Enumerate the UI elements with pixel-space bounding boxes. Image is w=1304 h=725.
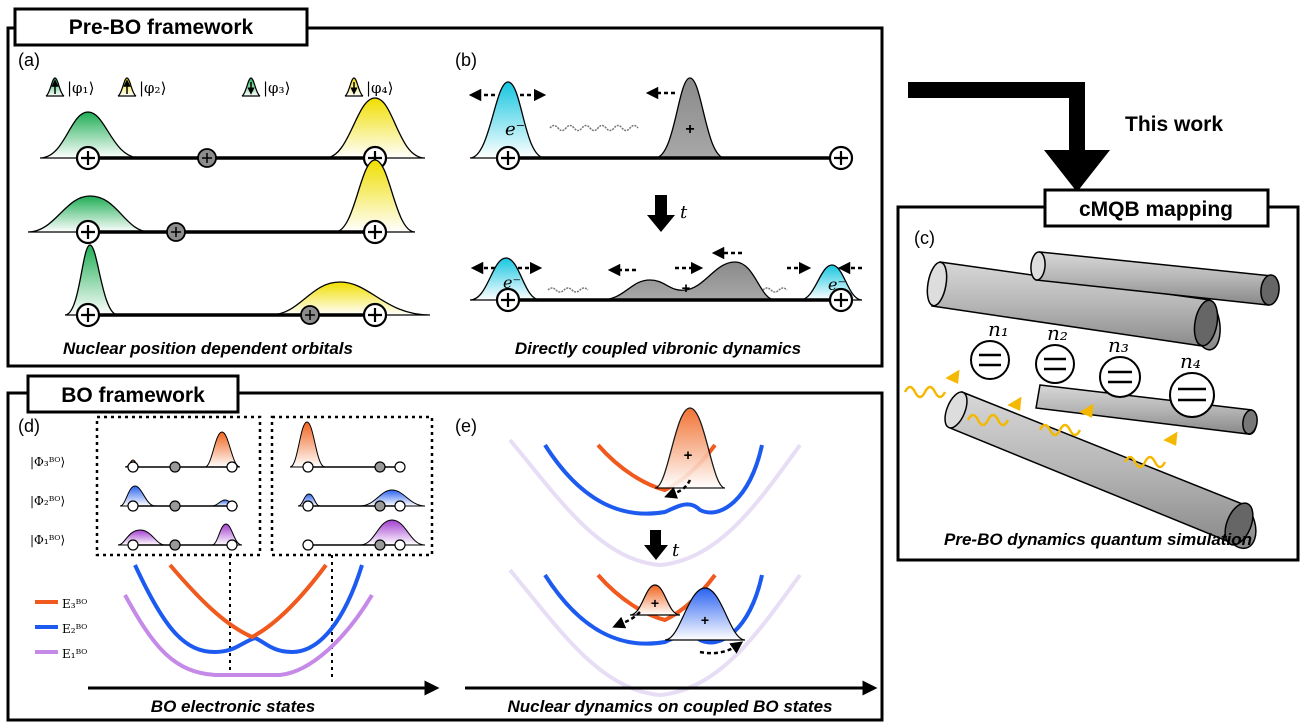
mode-n2: n₂ (1047, 321, 1068, 345)
bo-title-box (26, 374, 240, 414)
panel-e-caption: Nuclear dynamics on coupled BO states (508, 697, 833, 716)
pre-bo-frame (6, 26, 884, 368)
ket-phi1-label: |φ₁⟩ (67, 79, 94, 97)
state-phi1: |Φ₁ᴮᴼ⟩ (30, 533, 65, 547)
panel-a-label: (a) (18, 50, 40, 70)
panel-e-time-arrow: t (644, 530, 680, 561)
ket-phi2-label: |φ₂⟩ (139, 79, 166, 97)
laser-photons (903, 369, 1178, 469)
legend-e1: E₁ᴮᴼ (62, 647, 87, 661)
mode-n4: n₄ (1180, 349, 1201, 373)
this-work-arrow: This work (908, 82, 1223, 192)
panel-c-label: (c) (914, 228, 935, 248)
bo-states-left (117, 431, 243, 551)
bo-frame (6, 391, 884, 722)
time-label-e: t (672, 540, 680, 561)
orbital-row-2 (27, 159, 416, 245)
bo-states-right (289, 421, 426, 551)
panel-c-caption: Pre-BO dynamics quantum simulation (944, 530, 1252, 549)
bo-framework: BO framework (d) |Φ₃ᴮᴼ⟩ |Φ₂ᴮᴼ⟩ |Φ₁ᴮᴼ⟩ (6, 374, 884, 722)
panel-b-caption: Directly coupled vibronic dynamics (515, 339, 801, 358)
pre-bo-framework: Pre-BO framework (a) |φ₁⟩ |φ₂⟩ |φ₃⟩ (6, 7, 884, 368)
state-phi2: |Φ₂ᴮᴼ⟩ (30, 494, 65, 508)
electron-label: e⁻ (503, 273, 521, 292)
electron-label: e⁻ (505, 119, 525, 140)
panel-d-caption: BO electronic states (151, 697, 315, 716)
panel-e-after: + + (508, 568, 802, 698)
svg-text:+: + (701, 612, 709, 628)
ket-phi4: |φ₄⟩ (344, 77, 393, 97)
mode-n3: n₃ (1108, 333, 1129, 357)
ket-phi1: |φ₁⟩ (45, 77, 94, 97)
orbital-row-3 (64, 244, 431, 328)
panel-a-caption: Nuclear position dependent orbitals (63, 339, 353, 358)
panel-e-label: (e) (455, 416, 477, 436)
svg-text:+: + (685, 121, 694, 138)
cmqb-title-box (1043, 188, 1270, 228)
ket-legend: |φ₁⟩ |φ₂⟩ |φ₃⟩ |φ₄⟩ (45, 77, 393, 97)
panel-b-label: (b) (455, 50, 477, 70)
panel-e-before: + (508, 407, 802, 568)
legend-e2: E₂ᴮᴼ (62, 622, 87, 636)
state-phi3: |Φ₃ᴮᴼ⟩ (30, 455, 65, 469)
time-label: t (680, 202, 688, 223)
ket-phi2: |φ₂⟩ (117, 77, 166, 97)
ket-phi3: |φ₃⟩ (241, 77, 290, 97)
mode-n1: n₁ (988, 317, 1009, 341)
state-box-left (95, 415, 262, 557)
bo-potential-curves (123, 563, 374, 677)
svg-text:+: + (684, 447, 693, 464)
ket-phi4-label: |φ₄⟩ (366, 79, 393, 97)
bo-title: BO framework (61, 384, 205, 407)
orbital-row-1 (39, 97, 426, 171)
motional-modes: n₁ n₂ n₃ n₄ (970, 317, 1215, 418)
cmqb-title: cMQB mapping (1079, 198, 1233, 221)
cmqb-mapping: cMQB mapping (c) n₁ n₂ n₃ (896, 188, 1300, 562)
pre-bo-title-box (13, 7, 309, 47)
this-work-label: This work (1125, 113, 1223, 136)
pre-bo-title: Pre-BO framework (69, 16, 254, 39)
svg-text:+: + (682, 280, 691, 297)
ket-phi3-label: |φ₃⟩ (263, 79, 290, 97)
energy-legend: E₃ᴮᴼ E₂ᴮᴼ E₁ᴮᴼ (35, 597, 87, 661)
panel-b-after: e⁻ + e⁻ (469, 246, 863, 313)
ion-trap-rods (926, 251, 1280, 550)
panel-b-before: e⁻ + (468, 77, 854, 171)
panel-d-label: (d) (18, 416, 40, 436)
legend-e3: E₃ᴮᴼ (62, 597, 87, 611)
state-box-right (270, 415, 434, 557)
panel-b-time-arrow: t (647, 195, 688, 232)
svg-text:+: + (651, 595, 659, 611)
